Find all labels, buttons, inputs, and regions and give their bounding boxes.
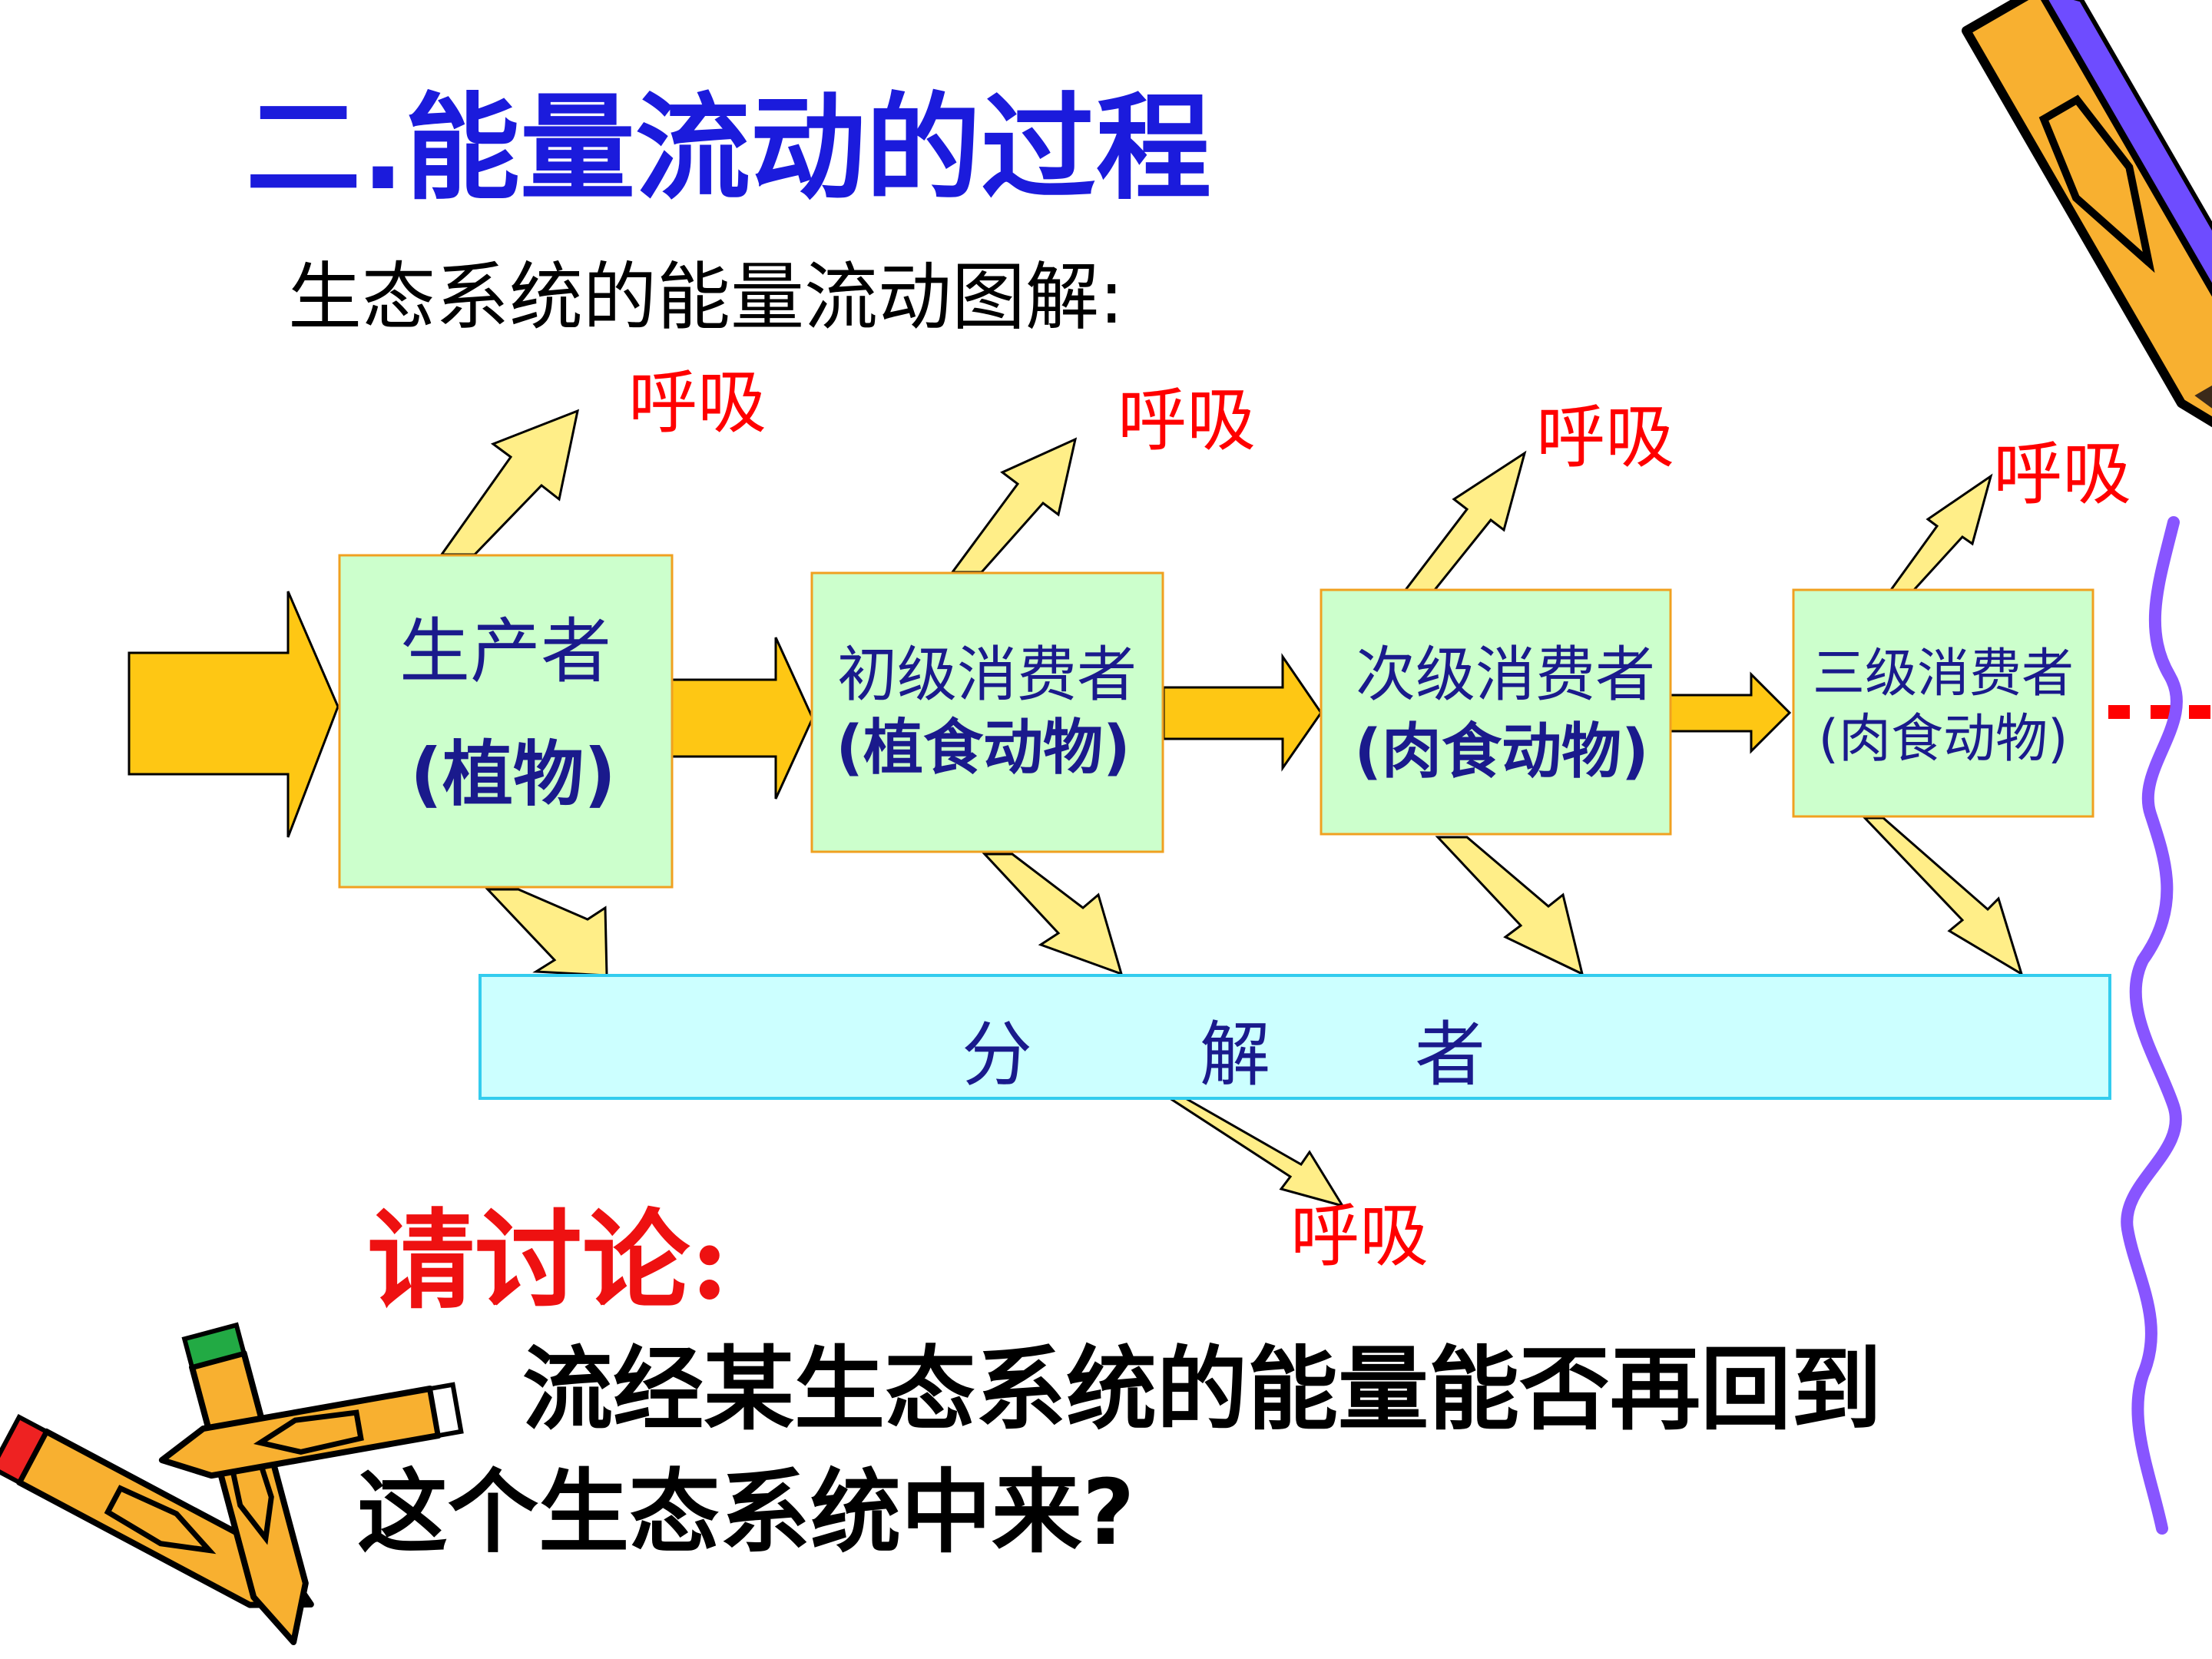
energy-input-arrow (127, 591, 339, 838)
pencil-icon-small-1 (0, 1413, 314, 1608)
pencil-icon-large (1962, 0, 2212, 454)
respiration-label-primary: 呼吸 (1118, 380, 1256, 461)
decomposer-box (478, 974, 2111, 1100)
primary-consumer-sublabel: (植食动物) (836, 714, 1130, 783)
decorative-wave-line (2121, 516, 2183, 1535)
discussion-question-line1: 流经某生态系统的能量能否再回到 (522, 1336, 1882, 1442)
tertiary-consumer-box (1792, 588, 2094, 818)
tertiary-consumer-sublabel: (肉食动物) (1818, 709, 2068, 770)
discussion-label: 请讨论: (367, 1198, 730, 1324)
respiration-arrow-tertiary (1889, 473, 1993, 591)
producer-sublabel: (植物) (410, 733, 616, 816)
secondary-consumer-label: 次级消费者 (1356, 641, 1655, 710)
respiration-arrow-decomposer (1163, 1095, 1346, 1208)
respiration-arrow-secondary (1402, 450, 1527, 591)
producer-box (338, 554, 674, 889)
decompose-arrow-tertiary (1862, 816, 2024, 977)
tertiary-consumer-label: 三级消费者 (1813, 644, 2074, 704)
secondary-consumer-box (1320, 588, 1672, 836)
respiration-label-secondary: 呼吸 (1536, 397, 1674, 478)
primary-consumer-box (810, 571, 1164, 853)
decompose-arrow-primary (982, 853, 1124, 976)
flow-arrow-primary-secondary (1162, 653, 1323, 772)
flow-arrow-secondary-tertiary (1669, 671, 1792, 754)
continuation-ellipsis: … (2108, 705, 2210, 719)
respiration-label-producer: 呼吸 (628, 363, 767, 443)
producer-label: 生产者 (399, 611, 611, 693)
decomposer-char-2: 解 (1200, 1014, 1270, 1096)
flow-arrow-producer-primary (671, 637, 814, 800)
respiration-label-tertiary: 呼吸 (1993, 434, 2131, 515)
primary-consumer-label: 初级消费者 (837, 641, 1137, 710)
decomposer-char-3: 者 (1415, 1014, 1485, 1096)
respiration-arrow-primary (950, 437, 1078, 574)
decompose-arrow-producer (485, 888, 608, 977)
diagram-subtitle: 生态系统的能量流动图解: (288, 254, 1124, 340)
secondary-consumer-sublabel: (肉食动物) (1354, 717, 1648, 786)
decompose-arrow-secondary (1435, 836, 1584, 976)
pencil-icon-small-3 (158, 1382, 464, 1479)
respiration-label-decomposer: 呼吸 (1290, 1196, 1429, 1277)
decomposer-char-1: 分 (962, 1014, 1032, 1096)
discussion-question-line2: 这个生态系统中来? (357, 1459, 1134, 1565)
respiration-arrow-producer (439, 409, 580, 556)
slide-title: 二.能量流动的过程 (246, 82, 1211, 216)
